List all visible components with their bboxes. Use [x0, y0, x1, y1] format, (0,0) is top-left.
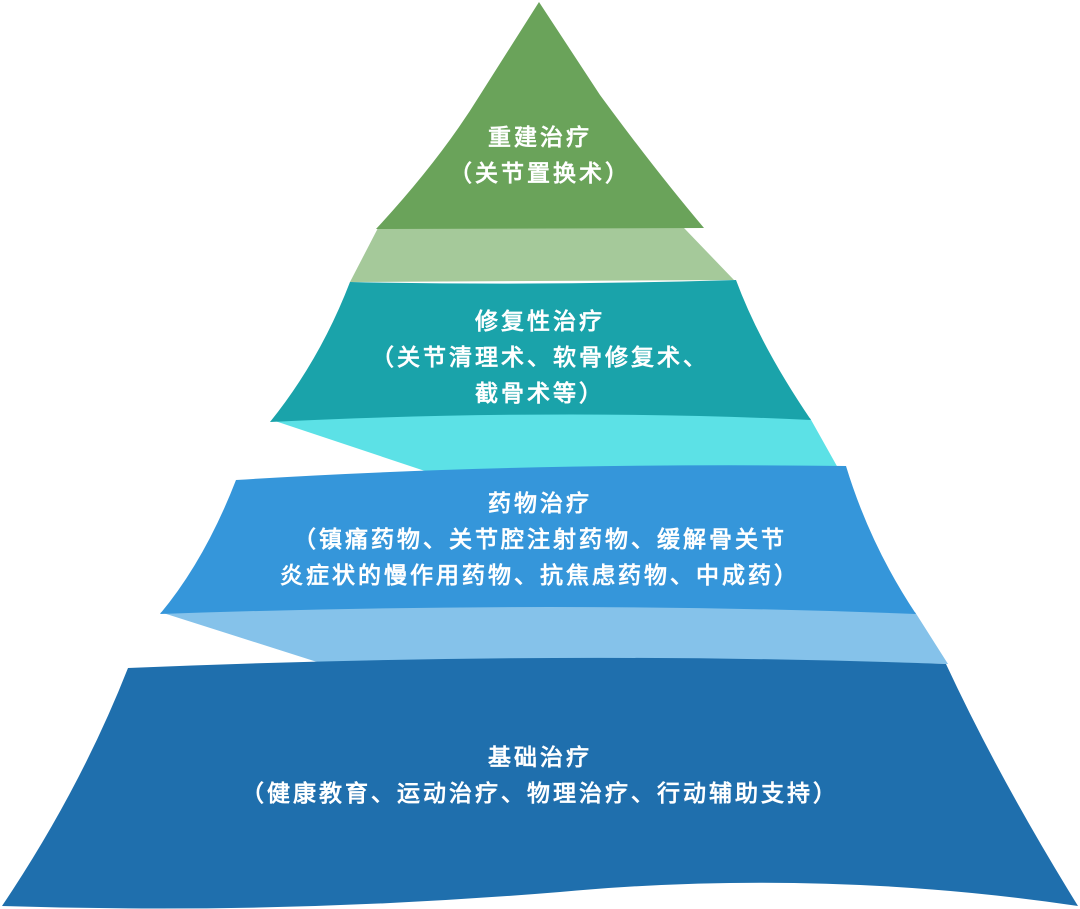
tier-3-line-2: 炎症状的慢作用药物、抗焦虑药物、中成药） — [280, 563, 800, 589]
ribbon-1 — [350, 228, 734, 282]
tier-1-title: 重建治疗 — [488, 125, 592, 151]
tier-3-shape — [160, 465, 916, 614]
tier-3-line-1: （镇痛药物、关节腔注射药物、缓解骨关节 — [293, 527, 787, 553]
tier-1-line-1: （关节置换术） — [449, 161, 631, 187]
ribbon-2 — [272, 411, 838, 476]
tier-2-shape — [270, 280, 811, 422]
tier-4-line-1: （健康教育、运动治疗、物理治疗、行动辅助支持） — [241, 781, 839, 807]
tier-2-line-1: （关节清理术、软骨修复术、 — [371, 345, 709, 371]
tier-3-title: 药物治疗 — [488, 491, 592, 517]
tier-3-label: 药物治疗 （镇痛药物、关节腔注射药物、缓解骨关节 炎症状的慢作用药物、抗焦虑药物… — [0, 486, 1080, 594]
tier-4-title: 基础治疗 — [488, 745, 592, 771]
tier-4-shape — [2, 657, 1078, 909]
tier-4-label: 基础治疗 （健康教育、运动治疗、物理治疗、行动辅助支持） — [0, 740, 1080, 812]
tier-2-label: 修复性治疗 （关节清理术、软骨修复术、 截骨术等） — [0, 304, 1080, 412]
tier-2-title: 修复性治疗 — [475, 309, 605, 335]
tier-1-label: 重建治疗 （关节置换术） — [0, 120, 1080, 192]
tier-1-shape — [376, 2, 704, 229]
ribbon-3 — [160, 606, 948, 668]
tier-2-line-2: 截骨术等） — [475, 381, 605, 407]
